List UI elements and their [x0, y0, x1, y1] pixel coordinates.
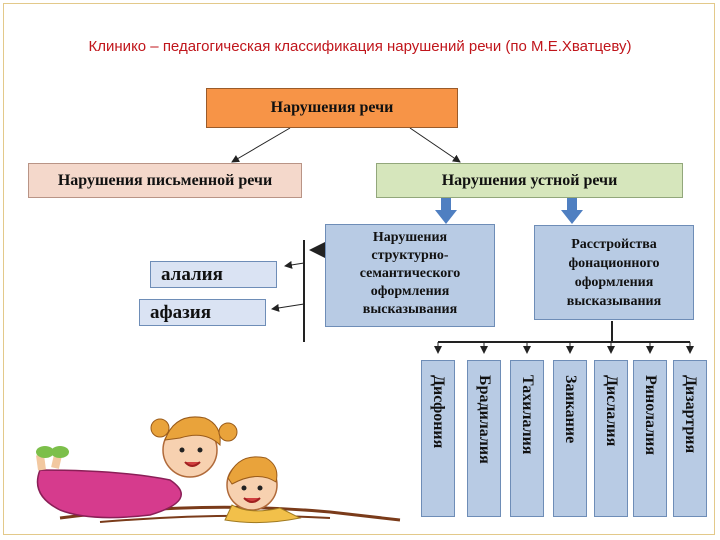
- phonation-item-dysarthria: Дизартрия: [673, 360, 707, 517]
- phonation-item-dysphonia: Дисфония: [421, 360, 455, 517]
- phonation-item-dyslalia: Дислалия: [594, 360, 628, 517]
- slide-title: Клинико – педагогическая классификация н…: [88, 38, 632, 55]
- alalia-node: алалия: [150, 261, 277, 288]
- arrow-to-oral: [409, 127, 461, 163]
- tree-phonation: [438, 321, 690, 343]
- phonation-item-tachylalia: Тахилалия: [510, 360, 544, 517]
- structural-semantic-node: Нарушения структурно- семантического офо…: [325, 224, 495, 327]
- written-speech-node: Нарушения письменной речи: [28, 163, 302, 198]
- oral-speech-node: Нарушения устной речи: [376, 163, 683, 198]
- phonation-node: Расстройства фонационного оформления выс…: [534, 225, 694, 320]
- arrow-to-written: [231, 127, 291, 163]
- root-node: Нарушения речи: [206, 88, 458, 128]
- phonation-item-bradylalia: Брадилалия: [467, 360, 501, 517]
- phonation-item-rhinolalia: Ринолалия: [633, 360, 667, 517]
- blue-arrow-phonation: [561, 198, 583, 224]
- bracket-structural: [271, 240, 325, 342]
- phonation-item-stuttering: Заикание: [553, 360, 587, 517]
- afazia-node: афазия: [139, 299, 266, 326]
- slide-frame: [3, 3, 715, 535]
- blue-arrow-structural: [435, 198, 457, 224]
